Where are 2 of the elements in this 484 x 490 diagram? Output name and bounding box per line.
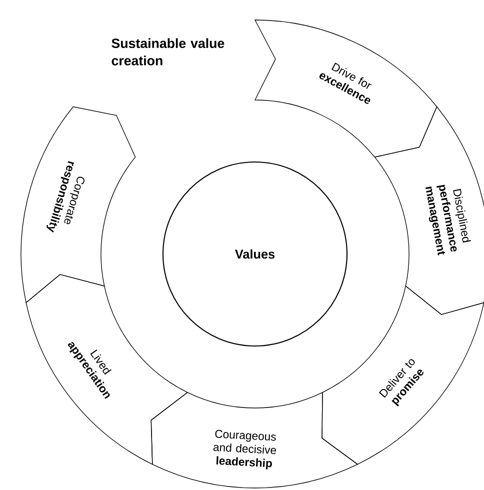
heading: Sustainable value creation [112,38,224,66]
arrow-segment: Courageous and decisive leadership [150,392,358,488]
